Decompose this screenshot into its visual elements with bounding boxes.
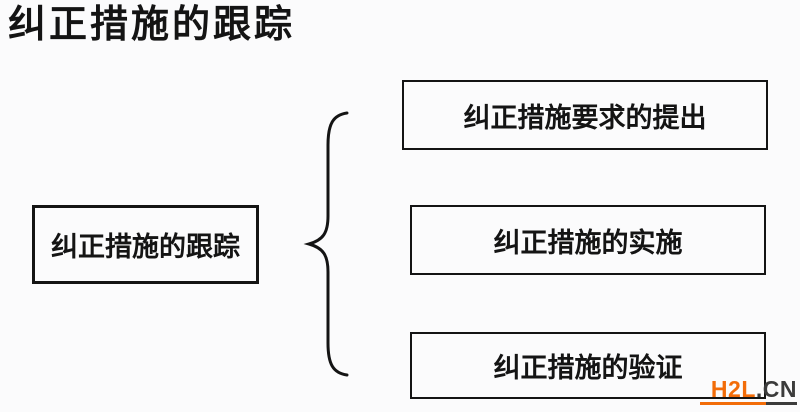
watermark-brand-text: H2L xyxy=(710,376,756,402)
watermark-underline-orange-segment xyxy=(700,402,766,405)
item-label: 纠正措施的验证 xyxy=(493,353,683,383)
source-box: 纠正措施的跟踪 xyxy=(32,205,259,284)
page-title: 纠正措施的跟踪 xyxy=(8,4,296,46)
item-box-verification: 纠正措施的验证 xyxy=(410,332,766,399)
watermark-logo: H2L.CN xyxy=(711,378,797,401)
item-label: 纠正措施要求的提出 xyxy=(463,102,707,133)
watermark-suffix-text: .CN xyxy=(755,376,797,402)
left-curly-brace-icon xyxy=(303,111,349,377)
item-box-requirement-proposal: 纠正措施要求的提出 xyxy=(402,80,768,150)
item-label: 纠正措施的实施 xyxy=(493,227,683,258)
source-box-label: 纠正措施的跟踪 xyxy=(51,232,240,262)
watermark-underline-dark-segment xyxy=(766,402,797,405)
item-box-implementation: 纠正措施的实施 xyxy=(410,205,766,275)
watermark-underline xyxy=(700,402,797,405)
